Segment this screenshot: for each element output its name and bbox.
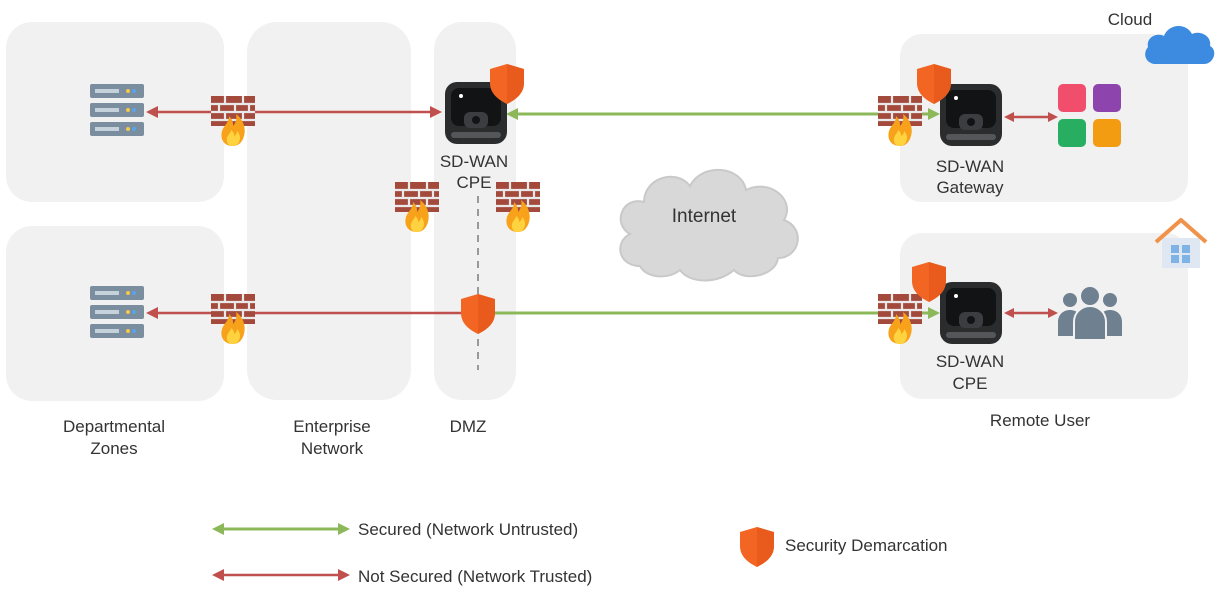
sd-wan-gateway-device-icon: [940, 84, 1002, 146]
secured-link-bottom: [478, 307, 940, 319]
not-secured-link-cpe-users: [1004, 308, 1058, 318]
cloud-label: Cloud: [1108, 10, 1152, 29]
sd-wan-cpe-label: CPE: [457, 173, 492, 192]
legend-demarcation-label: Security Demarcation: [785, 536, 948, 555]
secured-link-top: [506, 108, 940, 120]
server-icon: [90, 84, 144, 136]
enterprise-network-label: Enterprise: [293, 417, 370, 436]
cloud-icon: [1145, 25, 1215, 64]
remote-user-label: Remote User: [990, 411, 1090, 430]
enterprise-network-label: Network: [301, 439, 364, 458]
legend-secured-label: Secured (Network Untrusted): [358, 520, 578, 539]
not-secured-link-top: [146, 106, 442, 118]
shield-icon: [740, 527, 774, 567]
users-icon: [1058, 285, 1122, 341]
internet-label: Internet: [672, 206, 737, 227]
sd-wan-remote-cpe-label: CPE: [953, 374, 988, 393]
dmz-label: DMZ: [450, 417, 487, 436]
not-secured-link-gateway-apps: [1004, 112, 1058, 122]
enterprise-network-zone: [247, 22, 411, 400]
apps-icon: [1058, 84, 1121, 147]
remote-user-zone: [900, 233, 1188, 399]
sd-wan-remote-cpe-label: SD-WAN: [936, 352, 1004, 371]
home-icon: [1154, 218, 1208, 268]
sd-wan-remote-cpe-device-icon: [940, 282, 1002, 344]
legend: Secured (Network Untrusted) Not Secured …: [212, 520, 948, 586]
sd-wan-gateway-label: Gateway: [936, 178, 1004, 197]
departmental-zones-label: Zones: [90, 439, 137, 458]
legend-not-secured-label: Not Secured (Network Trusted): [358, 567, 592, 586]
departmental-zones-label: Departmental: [63, 417, 165, 436]
legend-not-secured: Not Secured (Network Trusted): [212, 567, 592, 586]
sd-wan-gateway-label: SD-WAN: [936, 157, 1004, 176]
legend-demarcation: Security Demarcation: [740, 527, 948, 567]
legend-secured: Secured (Network Untrusted): [212, 520, 578, 539]
not-secured-link-bottom: [146, 307, 474, 319]
internet-cloud-icon: [619, 169, 799, 282]
sd-wan-cpe-label: SD-WAN: [440, 152, 508, 171]
server-icon: [90, 286, 144, 338]
